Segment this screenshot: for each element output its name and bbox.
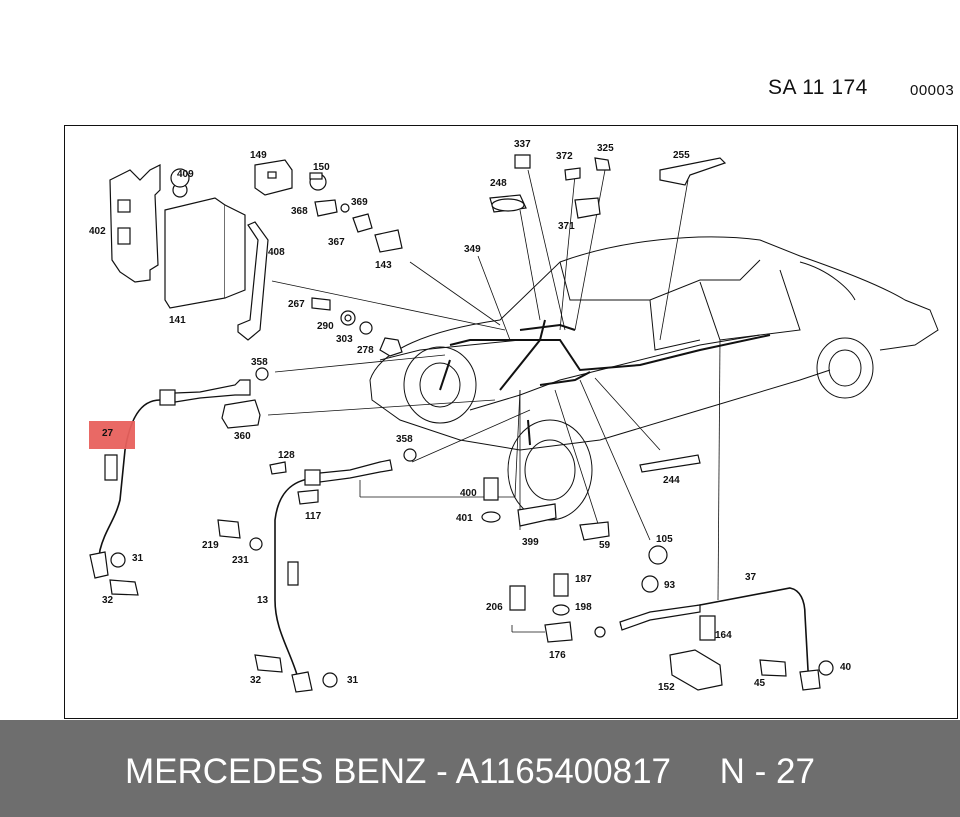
- callout-149: 149: [250, 150, 267, 161]
- callout-337: 337: [514, 139, 531, 150]
- footer-bar: [0, 720, 960, 817]
- lower-hardware: [509, 573, 573, 643]
- car-outline: [369, 236, 939, 521]
- callout-248: 248: [490, 178, 507, 189]
- callout-371: 371: [558, 221, 575, 232]
- callout-32: 32: [102, 595, 114, 606]
- small-hardware: [311, 297, 403, 357]
- callout-349: 349: [464, 244, 481, 255]
- top-center-parts: [489, 154, 727, 219]
- leader-lines: [267, 169, 721, 601]
- callout-143: 143: [375, 260, 392, 271]
- callout-187: 187: [575, 574, 592, 585]
- callout-206: 206: [486, 602, 503, 613]
- callout-367: 367: [328, 237, 345, 248]
- callout-176: 176: [549, 650, 566, 661]
- callout-358: 358: [251, 357, 268, 368]
- callout-267: 267: [288, 299, 305, 310]
- clips-brackets: [481, 454, 701, 593]
- callout-402: 402: [89, 226, 106, 237]
- callout-290: 290: [317, 321, 334, 332]
- sensor-cable-27: [89, 367, 269, 596]
- sensor-harness: [439, 319, 771, 446]
- callout-152: 152: [658, 682, 675, 693]
- callout-409: 409: [177, 169, 194, 180]
- highlighted-part-label: 27: [102, 428, 114, 439]
- callout-244: 244: [663, 475, 680, 486]
- callout-117: 117: [305, 511, 322, 522]
- callout-255: 255: [673, 150, 690, 161]
- callout-399: 399: [522, 537, 539, 548]
- callout-37: 37: [745, 572, 757, 583]
- callout-150: 150: [313, 162, 330, 173]
- callout-401: 401: [456, 513, 473, 524]
- callout-369: 369: [351, 197, 368, 208]
- callout-105: 105: [656, 534, 673, 545]
- sensor-cable-13: [217, 448, 417, 693]
- callout-408: 408: [268, 247, 285, 258]
- callout-128: 128: [278, 450, 295, 461]
- callout-198: 198: [575, 602, 592, 613]
- callout-31: 31: [347, 675, 359, 686]
- relay-parts: [254, 159, 403, 253]
- callout-31: 31: [132, 553, 144, 564]
- callout-231: 231: [232, 555, 249, 566]
- reference-code: SA 11 174: [768, 76, 868, 99]
- callout-303: 303: [336, 334, 353, 345]
- callout-278: 278: [357, 345, 374, 356]
- diagram-frame: [64, 125, 958, 719]
- callout-141: 141: [169, 315, 186, 326]
- callout-40: 40: [840, 662, 852, 673]
- callout-45: 45: [754, 678, 766, 689]
- callout-360: 360: [234, 431, 251, 442]
- footer-text: MERCEDES BENZ - A1165400817 N - 27: [125, 752, 815, 791]
- callout-164: 164: [715, 630, 732, 641]
- reference-suffix: 00003: [910, 82, 955, 99]
- callout-93: 93: [664, 580, 676, 591]
- callout-13: 13: [257, 595, 269, 606]
- callout-368: 368: [291, 206, 308, 217]
- control-unit-assembly: [109, 164, 269, 341]
- sensor-cable-37: [594, 587, 834, 691]
- callout-219: 219: [202, 540, 219, 551]
- callout-358: 358: [396, 434, 413, 445]
- callout-325: 325: [597, 143, 614, 154]
- callout-372: 372: [556, 151, 573, 162]
- callout-59: 59: [599, 540, 611, 551]
- callout-400: 400: [460, 488, 477, 499]
- callout-32: 32: [250, 675, 262, 686]
- highlight-marker: [89, 421, 135, 449]
